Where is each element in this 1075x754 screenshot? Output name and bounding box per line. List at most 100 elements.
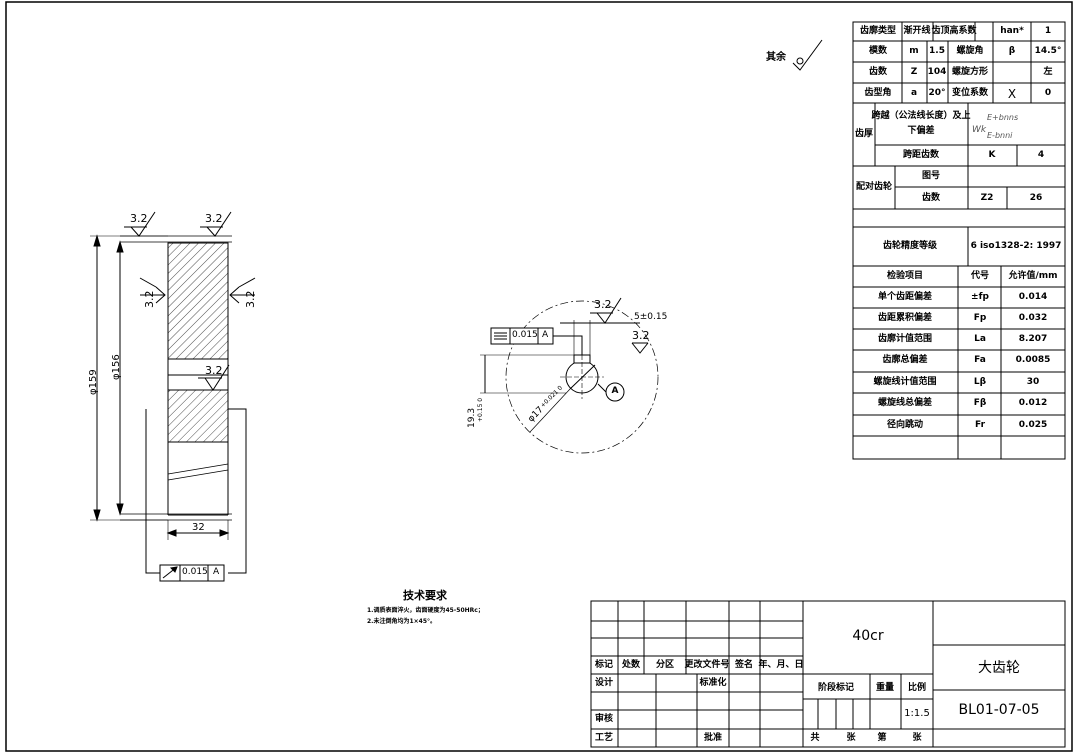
inspection-row-code: ±fp	[971, 292, 989, 302]
sheet-border	[5, 1, 1073, 752]
roughness-value: 3.2	[632, 329, 650, 342]
roughness-value: 3.2	[594, 298, 612, 311]
param-span-teeth-symbol: K	[988, 150, 996, 160]
tb-scale-label: 比例	[907, 683, 927, 693]
param-profile-type-label: 齿廓类型	[859, 26, 897, 36]
param-shift-coef-symbol: X	[1007, 87, 1017, 101]
tb-process: 工艺	[594, 733, 614, 743]
tb-review: 审核	[594, 714, 614, 724]
inspection-row-item: 单个齿距偏差	[877, 292, 933, 302]
tb-zone: 分区	[655, 660, 675, 670]
face-width-dim: 32	[192, 522, 205, 533]
param-span-formula-lower: E-bnni	[987, 131, 1013, 140]
title-block-grid	[590, 600, 1066, 748]
param-accuracy-value: 6 iso1328-2: 1997	[970, 241, 1062, 251]
roughness-value: 3.2	[143, 290, 156, 309]
inspection-header-value: 允许值/mm	[1008, 271, 1058, 281]
tb-total: 共	[810, 733, 820, 743]
param-pressure-angle-label: 齿型角	[864, 88, 892, 98]
param-addendum-coef-symbol: han*	[1000, 26, 1024, 36]
roughness-value: 3.2	[244, 290, 257, 309]
param-teeth-symbol: Z	[910, 67, 918, 77]
param-pressure-angle-value: 20°	[928, 88, 946, 98]
roughness-value: 3.2	[205, 364, 223, 377]
tb-weight: 重量	[875, 683, 895, 693]
bore-detail-view	[480, 39, 823, 454]
tb-date: 年、月、日	[758, 660, 804, 670]
param-mating-teeth-value: 26	[1029, 193, 1043, 203]
inspection-row-item: 径向跳动	[886, 420, 924, 430]
inspection-row-item: 齿廓总偏差	[882, 355, 928, 365]
root-diameter-dim: φ156	[111, 354, 122, 380]
inspection-row-value: 0.032	[1018, 313, 1048, 323]
param-module-value: 1.5	[929, 46, 945, 56]
param-pressure-angle-symbol: a	[910, 88, 918, 98]
tb-sheets2: 张	[912, 733, 922, 743]
roughness-value: 3.2	[205, 212, 223, 225]
inspection-row-code: Fa	[974, 355, 986, 365]
tb-mark: 标记	[594, 660, 614, 670]
tb-sign: 签名	[734, 660, 754, 670]
note-line: 2.未注倒角均为1×45°。	[367, 618, 437, 625]
keyway-width-dim: 5±0.15	[634, 312, 668, 322]
param-teeth-label: 齿数	[868, 67, 888, 77]
param-helix-angle-label: 螺旋角	[956, 46, 984, 56]
param-helix-angle-symbol: β	[1008, 46, 1016, 56]
param-module-label: 模数	[868, 46, 888, 56]
inspection-row-value: 0.025	[1018, 420, 1048, 430]
rest-roughness-label: 其余	[766, 52, 786, 63]
param-helix-dir-value: 左	[1043, 67, 1053, 77]
tb-sheets: 张	[846, 733, 856, 743]
param-span-teeth-label: 跨距齿数	[902, 150, 940, 160]
inspection-row-item: 齿廓计值范围	[877, 334, 933, 344]
title-part-name: 大齿轮	[978, 660, 1020, 676]
param-span-length-label: 跨越（公法线长度）及上	[871, 111, 971, 121]
tb-count: 处数	[621, 660, 641, 670]
inspection-row-item: 齿距累积偏差	[877, 313, 933, 323]
gear-section-view	[90, 211, 256, 582]
param-span-formula-w: Wk	[972, 125, 987, 135]
inspection-row-value: 0.0085	[1015, 355, 1051, 365]
outer-diameter-dim: φ159	[88, 369, 99, 395]
tb-approve: 批准	[703, 733, 723, 743]
param-shift-coef-value: 0	[1044, 88, 1052, 98]
param-helix-angle-value: 14.5°	[1034, 46, 1062, 56]
inspection-row-value: 0.014	[1018, 292, 1048, 302]
inspection-row-code: Fr	[974, 420, 986, 430]
notes-title: 技术要求	[403, 589, 447, 602]
param-addendum-coef-value: 1	[1044, 26, 1052, 36]
roughness-value: 3.2	[130, 212, 148, 225]
param-mating-teeth-symbol: Z2	[980, 193, 994, 203]
title-part-number: BL01-07-05	[958, 702, 1040, 718]
inspection-header-item: 检验项目	[886, 271, 924, 281]
tb-scale-value: 1:1.5	[904, 708, 930, 719]
inspection-row-code: Fp	[973, 313, 987, 323]
inspection-row-value: 0.012	[1018, 398, 1048, 408]
inspection-row-value: 8.207	[1018, 334, 1048, 344]
tb-change-doc: 更改文件号	[684, 660, 730, 670]
param-mating-teeth-label: 齿数	[921, 193, 941, 203]
tb-stage-mark: 阶段标记	[817, 683, 855, 693]
inspection-header-code: 代号	[970, 271, 990, 281]
symmetry-tolerance-value: 0.015	[512, 330, 538, 340]
title-material: 40cr	[852, 628, 884, 644]
note-line: 1.调质表面淬火，齿面硬度为45-50HRc；	[367, 607, 484, 614]
param-span-length-label2: 下偏差	[907, 126, 935, 136]
param-thickness-label: 齿厚	[854, 129, 874, 139]
inspection-row-value: 30	[1026, 377, 1040, 387]
inspection-row-code: Fβ	[973, 398, 987, 408]
param-helix-dir-label: 螺旋方形	[951, 67, 989, 77]
param-teeth-value: 104	[927, 67, 947, 77]
param-mating-gear-label: 配对齿轮	[855, 182, 893, 192]
param-accuracy-label: 齿轮精度等级	[882, 241, 938, 251]
param-module-symbol: m	[909, 46, 919, 56]
inspection-row-code: La	[974, 334, 986, 344]
tb-standardize: 标准化	[699, 678, 727, 688]
param-profile-type-value: 渐开线	[903, 26, 931, 36]
parameter-table-grid	[852, 21, 1066, 460]
datum-a-label: A	[611, 386, 619, 396]
runout-datum: A	[213, 567, 220, 577]
runout-tolerance-value: 0.015	[182, 567, 208, 577]
param-shift-coef-label: 变位系数	[951, 88, 989, 98]
